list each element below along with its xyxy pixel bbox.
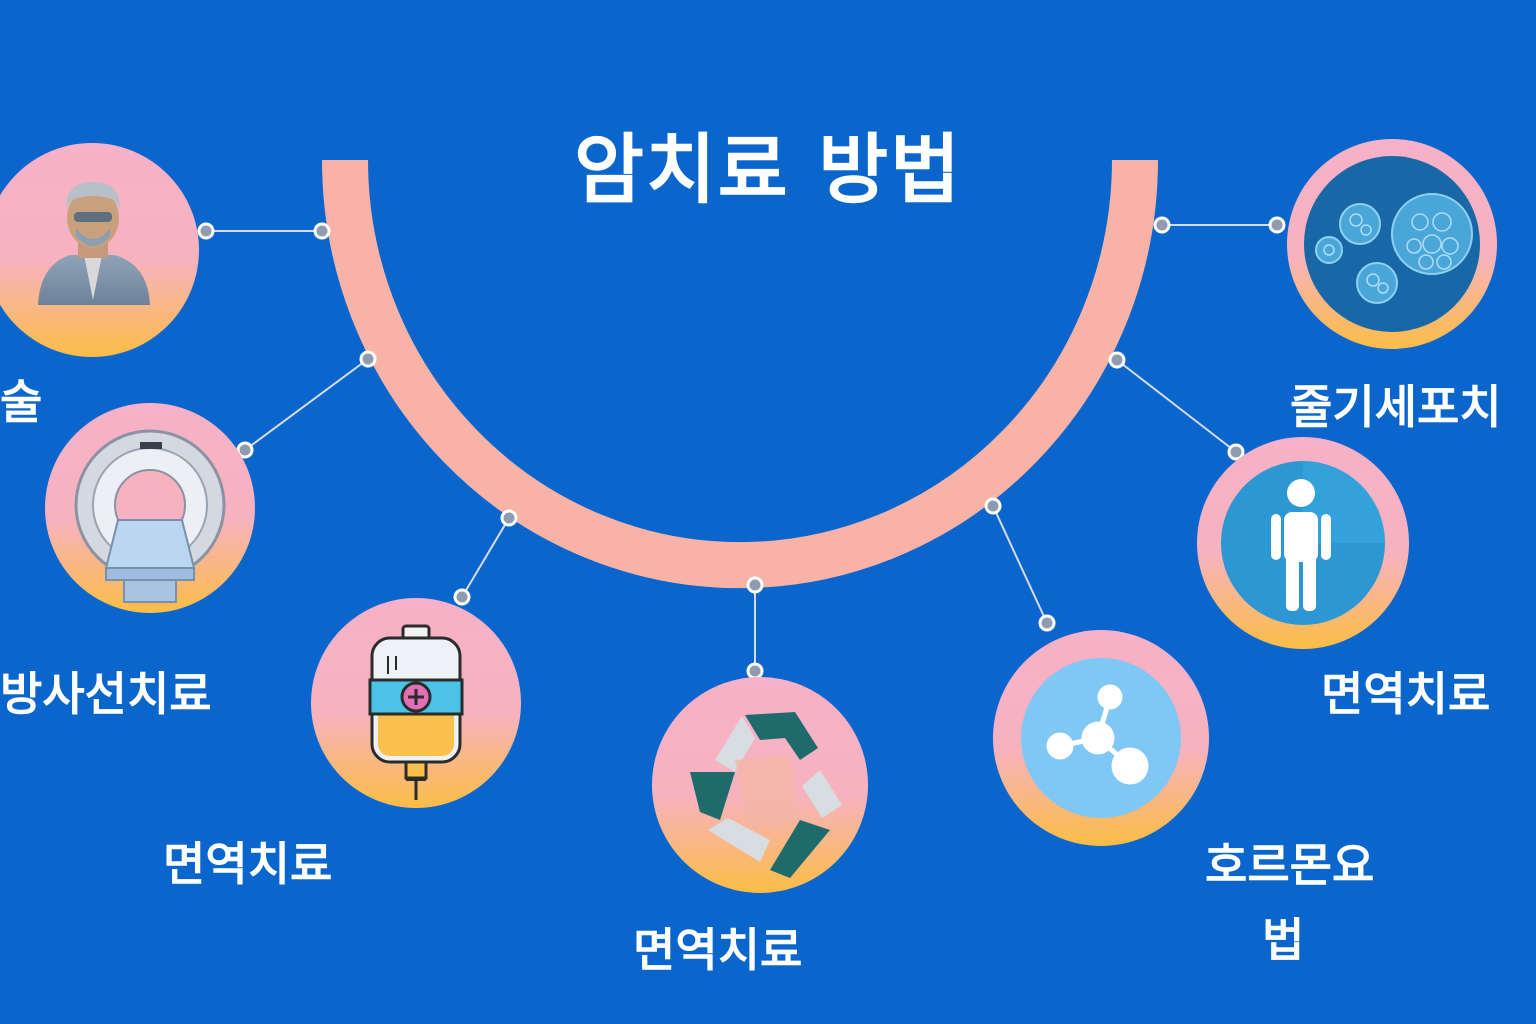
node-recycle	[652, 677, 868, 893]
page-title: 암치료 방법	[573, 125, 963, 214]
label-surgery: 술	[0, 375, 43, 429]
node-surgery	[0, 143, 199, 357]
mri-scanner-icon	[74, 429, 226, 603]
connectors	[206, 224, 1277, 671]
surgeon-icon	[38, 182, 150, 305]
label-person: 면역치료	[1321, 667, 1491, 721]
node-person	[1197, 437, 1409, 649]
person-icon	[1271, 479, 1331, 611]
label-molecule: 호르몬요	[1205, 838, 1375, 892]
node-stemcell	[1287, 139, 1497, 349]
molecule-icon	[1046, 684, 1149, 785]
label-recycle: 면역치료	[633, 923, 803, 977]
label-radiation: 방사선치료	[0, 667, 212, 721]
node-molecule	[993, 630, 1209, 846]
node-radiation	[45, 403, 255, 613]
label-iv: 면역치료	[163, 837, 333, 891]
recycle-icon	[690, 712, 842, 878]
main-arc	[322, 159, 1158, 589]
label-stemcell: 줄기세포치	[1290, 380, 1502, 434]
node-iv	[311, 598, 521, 808]
connector-dots	[197, 216, 1286, 680]
label-molecule-line2: 법	[1262, 913, 1305, 967]
iv-bag-icon	[368, 624, 464, 800]
